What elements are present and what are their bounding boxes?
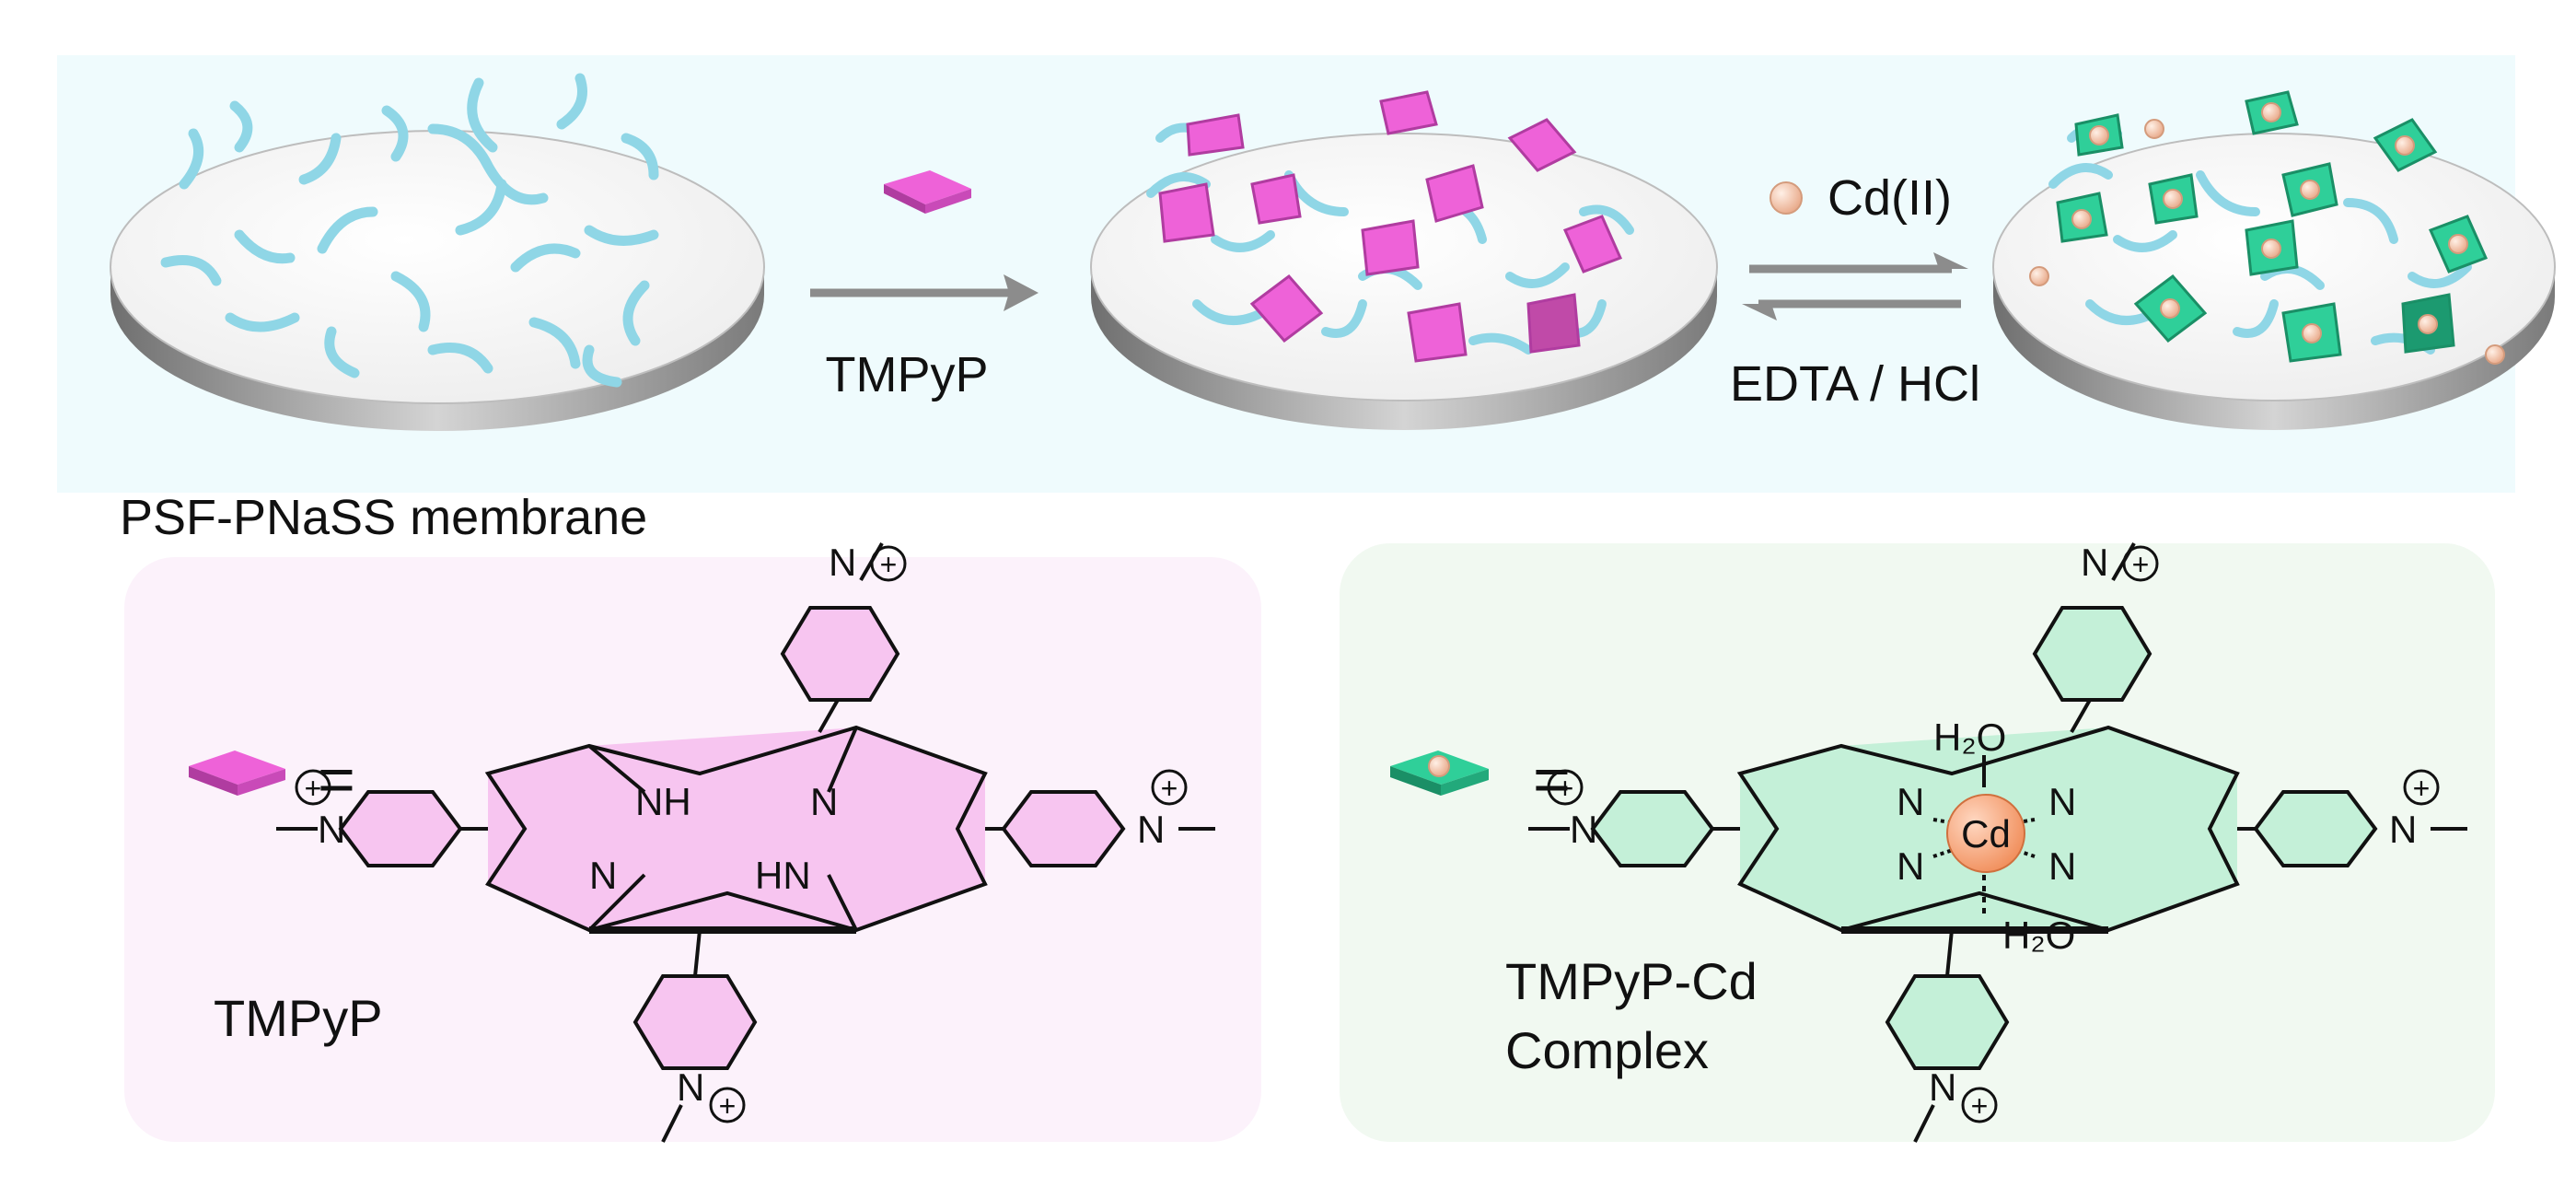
tmpyp-caption: TMPyP <box>214 989 383 1047</box>
forward-label: Cd(II) <box>1828 170 1952 226</box>
reverse-label: EDTA / HCl <box>1730 356 1980 412</box>
bound-tmpyp-squares <box>1158 90 1623 363</box>
equilibrium-arrow-icon <box>1742 252 1968 320</box>
svg-text:N: N <box>2048 844 2076 888</box>
atom-n-upper: N <box>810 780 838 823</box>
atom-pyridinium-left-c: N <box>1570 808 1597 851</box>
membrane-disc-3 <box>1992 90 2556 430</box>
svg-text:+: + <box>719 1089 737 1123</box>
svg-text:+: + <box>1971 1089 1989 1123</box>
tmpyp-legend-square <box>189 751 285 796</box>
atom-water-bottom: H₂O <box>2002 914 2075 957</box>
svg-text:+: + <box>880 548 898 581</box>
atom-pyridinium-right-c: N <box>2389 808 2417 851</box>
atom-pyridinium-right: N <box>1137 808 1165 851</box>
atom-pyridinium-bottom-c: N <box>1929 1065 1956 1109</box>
tmpyp-molecule <box>276 542 1215 1143</box>
svg-text:+: + <box>1161 772 1178 805</box>
svg-text:+: + <box>1557 772 1574 805</box>
svg-text:N: N <box>2048 780 2076 823</box>
membrane-label: PSF-PNaSS membrane <box>120 490 647 545</box>
tmpyp-atom-labels: NH N N HN N N N N + + + + <box>295 541 1188 1123</box>
atom-water-top: H₂O <box>1933 716 2006 759</box>
complex-atom-labels: Cd H₂O H₂O N N N N N N N N + + + + <box>1547 541 2440 1123</box>
svg-text:N: N <box>1897 780 1924 823</box>
step1-label: TMPyP <box>825 347 988 402</box>
complex-caption-line1: TMPyP-Cd <box>1505 952 1758 1010</box>
svg-text:+: + <box>305 772 322 805</box>
cd-atom <box>1946 794 2025 873</box>
atom-pyridinium-left: N <box>318 808 345 851</box>
atom-pyridinium-bottom: N <box>677 1065 704 1109</box>
atom-cd: Cd <box>1961 812 2011 855</box>
membrane-disc-2 <box>1090 90 1718 430</box>
complex-caption-line2: Complex <box>1505 1021 1709 1079</box>
complex-legend-square <box>1390 751 1489 796</box>
svg-text:+: + <box>2413 772 2431 805</box>
atom-nh: NH <box>635 780 691 823</box>
reaction-arrow-icon <box>810 274 1039 311</box>
cd-ion-icon <box>1770 181 1803 215</box>
atom-pyridinium-top: N <box>829 541 856 584</box>
svg-text:+: + <box>2132 548 2150 581</box>
polymer-chains <box>160 73 659 388</box>
atom-pyridinium-top-c: N <box>2081 541 2108 584</box>
equals-sign-left: = <box>318 743 355 815</box>
membrane-disc-icon <box>110 267 764 431</box>
svg-text:N: N <box>1897 844 1924 888</box>
atom-n-lower: N <box>589 854 617 897</box>
atom-hn: HN <box>755 854 811 897</box>
membrane-disc-1 <box>110 73 765 431</box>
tmpyp-square-icon <box>884 170 971 214</box>
